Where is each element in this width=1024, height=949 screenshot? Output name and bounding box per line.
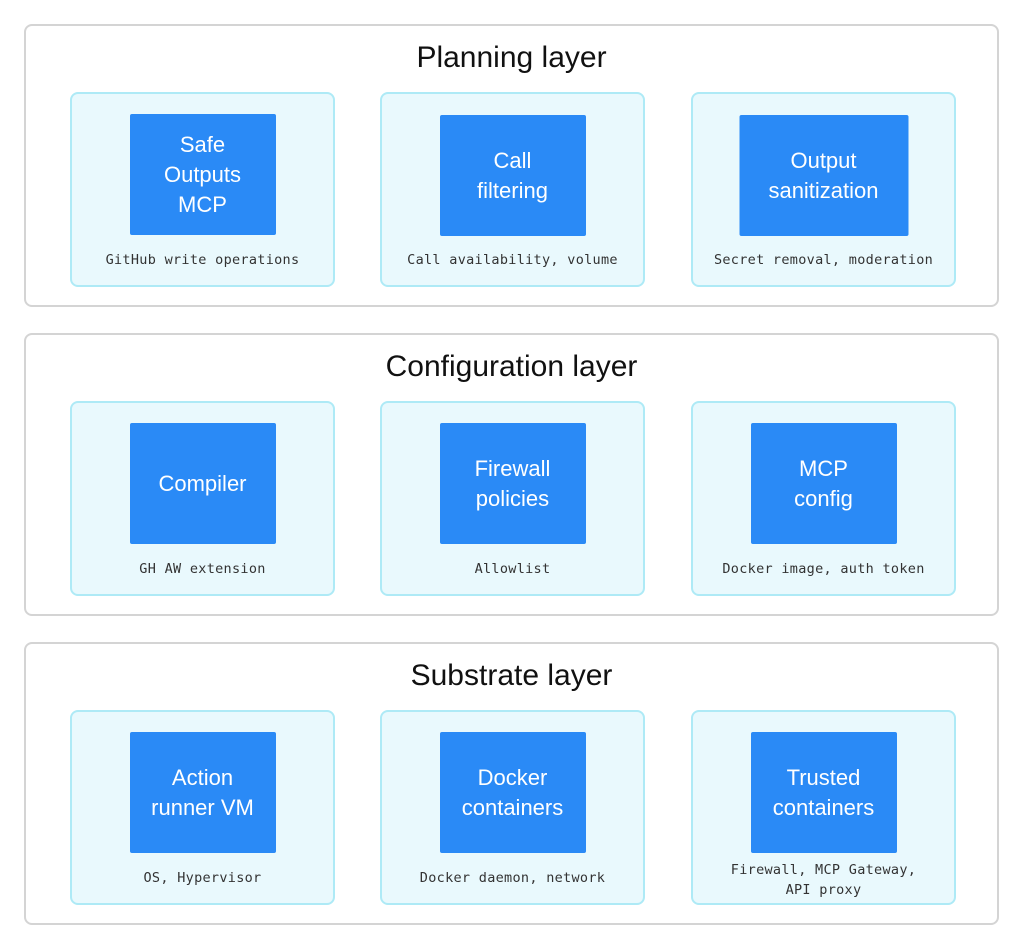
card-trusted-containers: Trusted containers Firewall, MCP Gateway… — [691, 710, 956, 905]
component-box: Compiler — [129, 423, 276, 544]
component-box: Action runner VM — [129, 732, 276, 853]
component-caption: Docker image, auth token — [722, 561, 925, 577]
component-box: Trusted containers — [750, 732, 897, 853]
card-output-sanitization: Output sanitization Secret removal, mode… — [691, 92, 956, 287]
component-box: Safe Outputs MCP — [129, 114, 276, 235]
component-label: MCP config — [794, 455, 853, 511]
component-caption: Firewall, MCP Gateway, API proxy — [730, 862, 917, 898]
component-label: Call filtering — [477, 147, 548, 203]
component-box: Docker containers — [439, 732, 586, 853]
component-label: Action runner VM — [151, 764, 254, 820]
component-caption: Secret removal, moderation — [713, 252, 934, 268]
substrate-layer: Substrate layer Action runner VM OS, Hyp… — [24, 642, 999, 925]
card-firewall-policies: Firewall policies Allowlist — [380, 401, 645, 596]
component-caption: OS, Hypervisor — [143, 870, 262, 886]
component-box: Output sanitization — [739, 115, 908, 236]
component-label: Output sanitization — [768, 147, 879, 203]
component-caption: Docker daemon, network — [419, 870, 606, 886]
card-action-runner-vm: Action runner VM OS, Hypervisor — [70, 710, 335, 905]
configuration-layer: Configuration layer Compiler GH AW exten… — [24, 333, 999, 616]
component-caption: GH AW extension — [139, 561, 266, 577]
component-label: Safe Outputs MCP — [163, 131, 242, 217]
card-mcp-config: MCP config Docker image, auth token — [691, 401, 956, 596]
planning-layer: Planning layer Safe Outputs MCP GitHub w… — [24, 24, 999, 307]
component-box: Call filtering — [439, 115, 586, 236]
component-caption: Allowlist — [474, 561, 551, 577]
card-safe-outputs-mcp: Safe Outputs MCP GitHub write operations — [70, 92, 335, 287]
component-label: Compiler — [158, 470, 247, 496]
layer-title: Planning layer — [416, 41, 607, 74]
component-box: Firewall policies — [439, 423, 586, 544]
component-box: MCP config — [750, 423, 897, 544]
card-docker-containers: Docker containers Docker daemon, network — [380, 710, 645, 905]
component-caption: Call availability, volume — [407, 252, 618, 268]
component-label: Docker containers — [461, 764, 564, 820]
card-call-filtering: Call filtering Call availability, volume — [380, 92, 645, 287]
layer-title: Configuration layer — [385, 350, 638, 383]
layer-title: Substrate layer — [410, 659, 613, 692]
component-label: Trusted containers — [772, 764, 875, 820]
component-label: Firewall policies — [474, 455, 551, 511]
card-compiler: Compiler GH AW extension — [70, 401, 335, 596]
component-caption: GitHub write operations — [105, 252, 300, 268]
